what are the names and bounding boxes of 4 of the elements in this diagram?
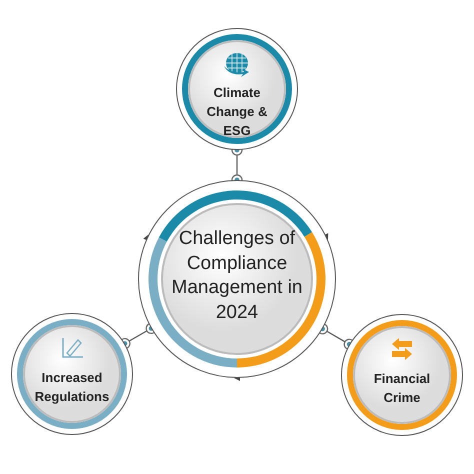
node-title: Climate Change & ESG [206,84,268,140]
node-title: Increased Regulations [34,369,110,406]
center-title: Challenges of Compliance Management in 2024 [170,227,304,326]
node-title: Financial Crime [372,370,432,407]
